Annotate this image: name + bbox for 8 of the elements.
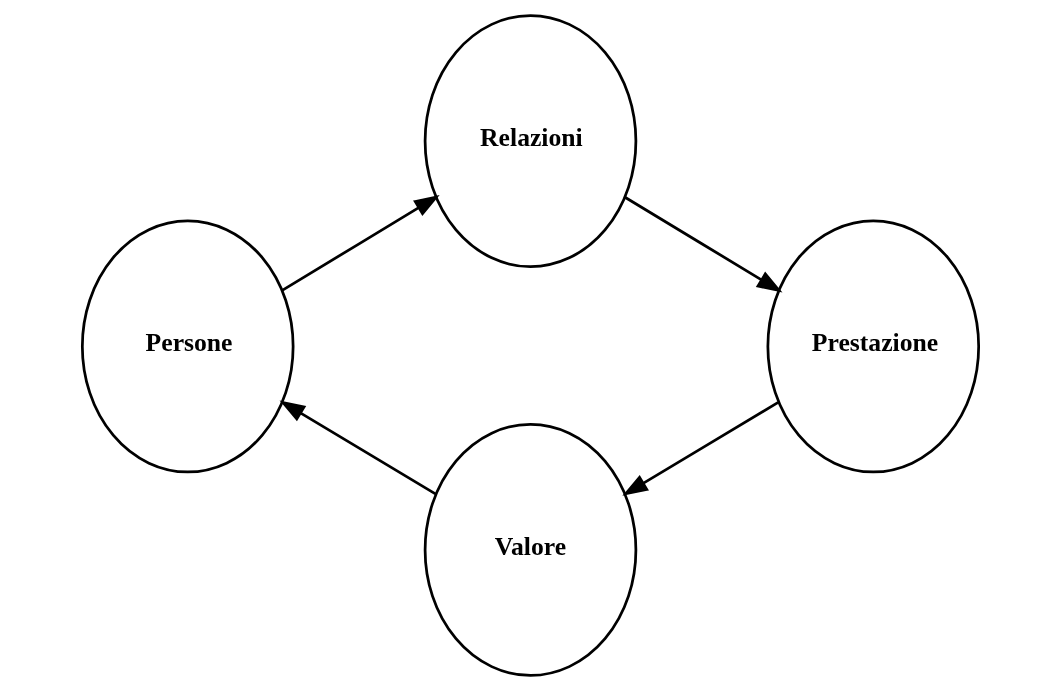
arrow <box>622 401 779 496</box>
node-ellipse: Prestazione <box>766 219 981 474</box>
arrow <box>279 400 437 496</box>
arrow <box>281 195 440 292</box>
node-ellipse: Relazioni <box>423 14 638 269</box>
arrow <box>624 196 783 293</box>
node-ellipse: Valore <box>423 422 638 677</box>
node-ellipse: Persone <box>80 219 295 474</box>
